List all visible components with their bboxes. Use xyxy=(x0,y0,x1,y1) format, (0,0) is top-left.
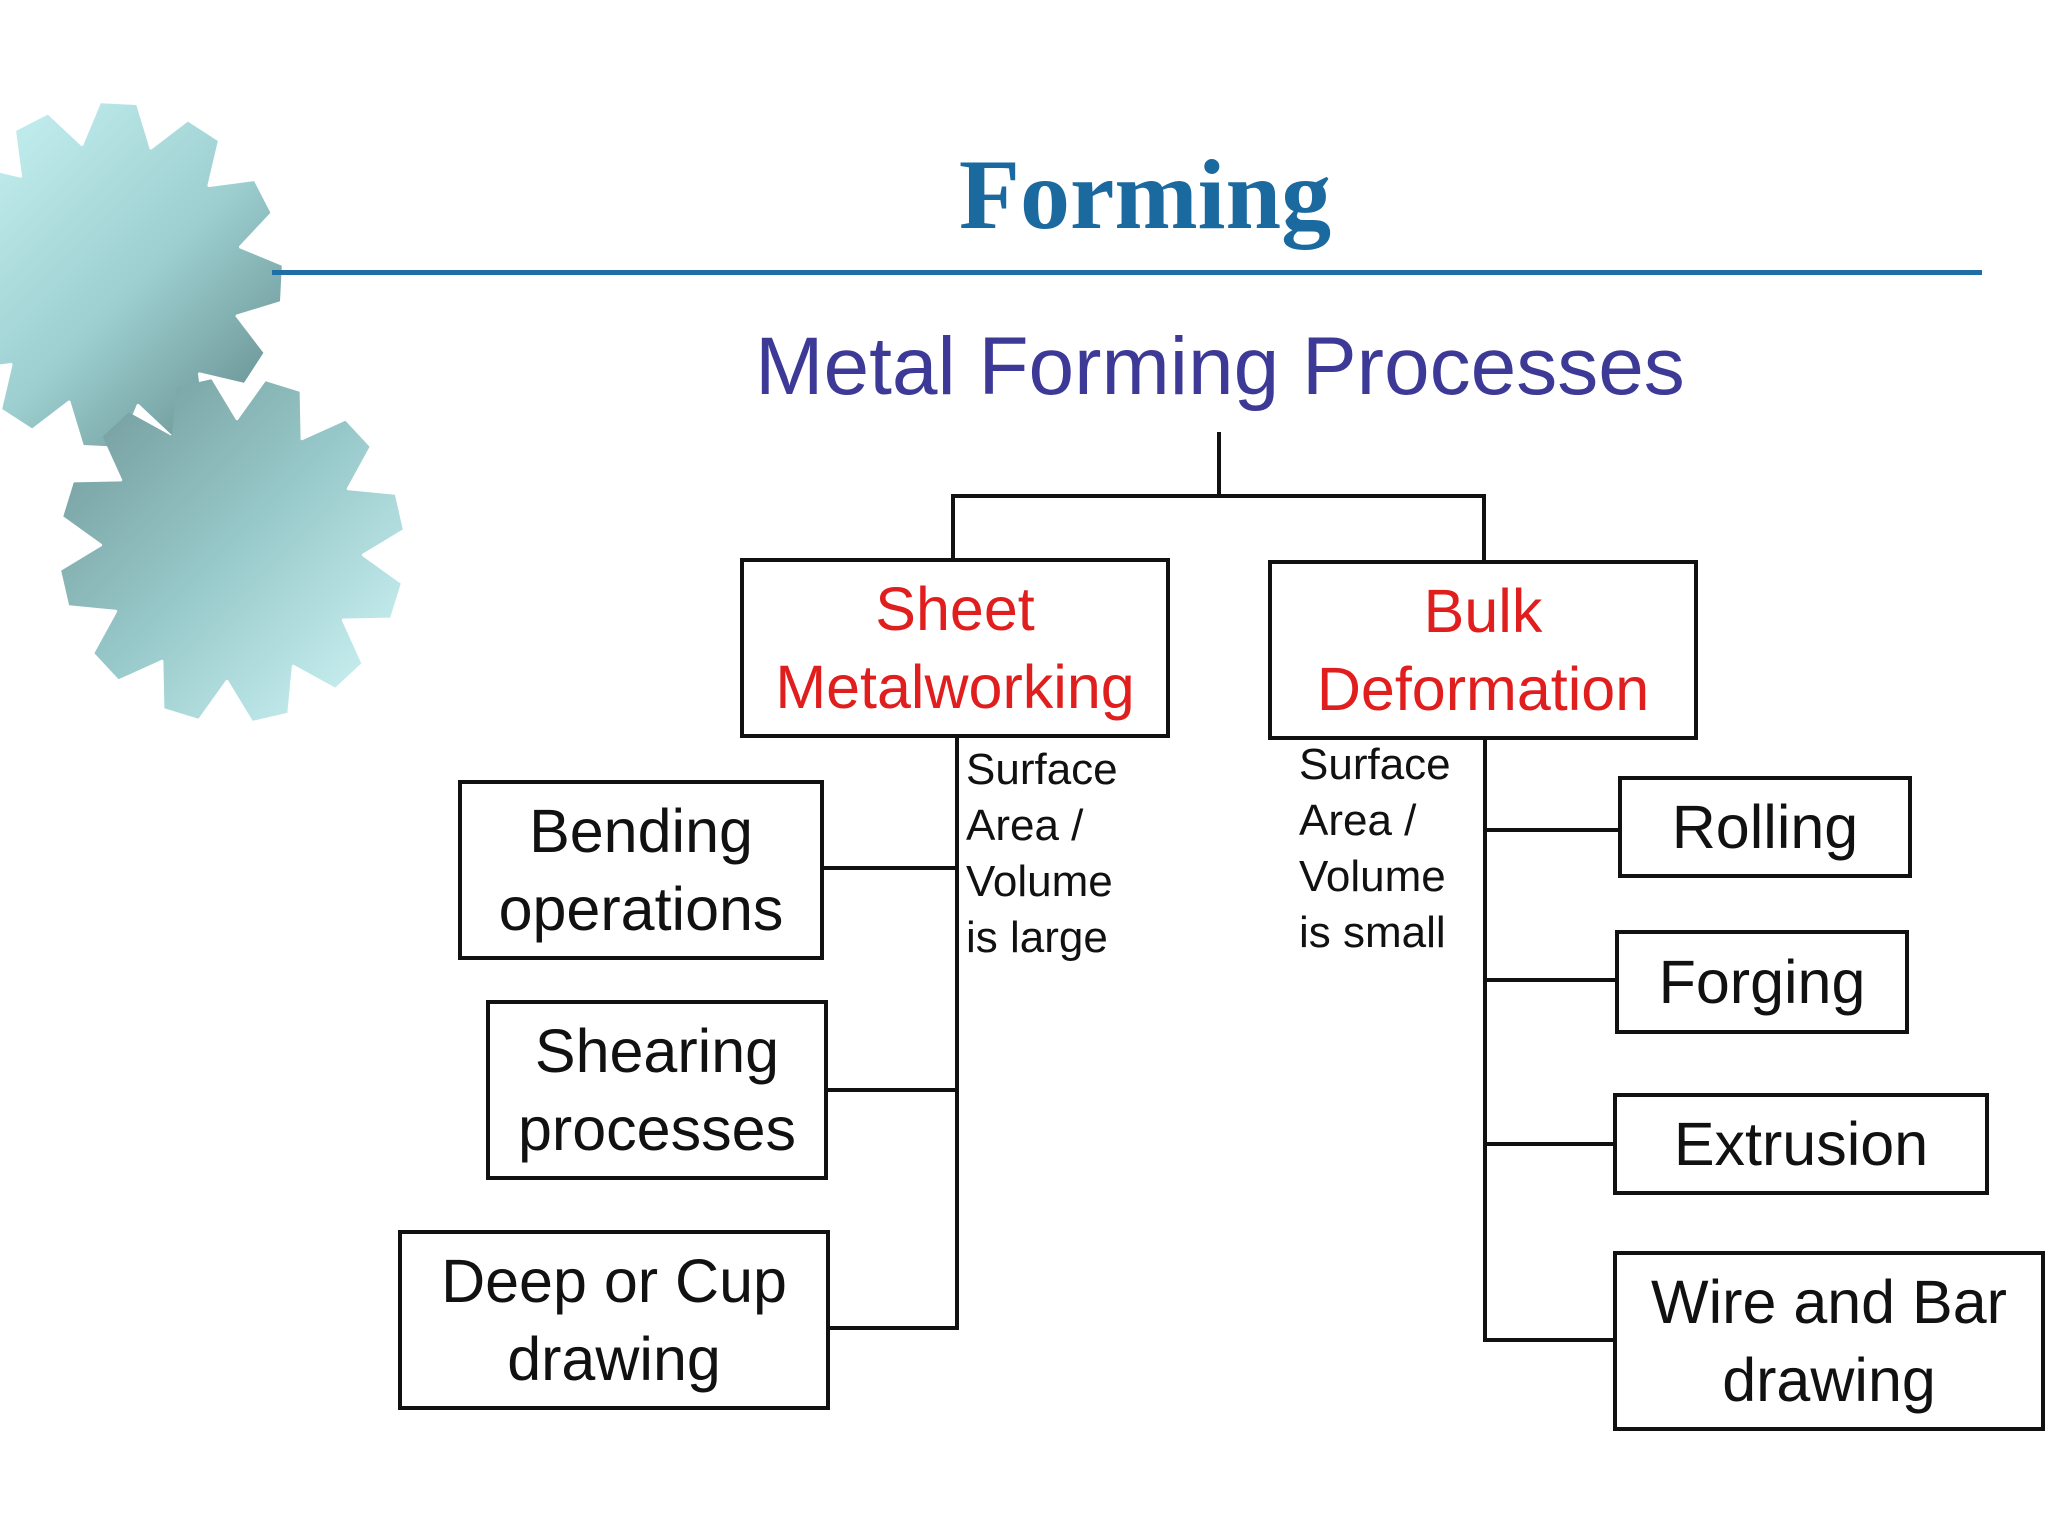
process-rolling: Rolling xyxy=(1618,776,1912,878)
process-deep-cup-drawing: Deep or Cup drawing xyxy=(398,1230,830,1410)
process-label: Forging xyxy=(1658,948,1866,1016)
process-label: Deep or Cup drawing xyxy=(441,1247,787,1393)
category-bulk-deformation: Bulk Deformation xyxy=(1268,560,1698,740)
process-label: Wire and Bar drawing xyxy=(1651,1268,2007,1414)
process-label: Shearing processes xyxy=(517,1017,796,1163)
category-sheet-metalworking: Sheet Metalworking xyxy=(740,558,1170,738)
process-extrusion: Extrusion xyxy=(1613,1093,1989,1195)
gear-shape xyxy=(61,379,403,721)
process-shearing-processes: Shearing processes xyxy=(486,1000,828,1180)
slide-title: Forming xyxy=(958,139,1332,250)
sheet-ratio-note: Surface Area / Volume is large xyxy=(966,745,1118,962)
gears-decoration xyxy=(0,103,403,721)
category-label: Sheet Metalworking xyxy=(775,575,1135,721)
gear-icon xyxy=(0,103,282,447)
gear-shape xyxy=(0,103,282,447)
process-forging: Forging xyxy=(1615,930,1909,1034)
process-label: Bending operations xyxy=(498,797,784,943)
title-divider xyxy=(272,270,1982,275)
process-label: Extrusion xyxy=(1673,1110,1929,1178)
diagram-heading: Metal Forming Processes xyxy=(755,321,1685,412)
process-wire-bar-drawing: Wire and Bar drawing xyxy=(1613,1251,2045,1431)
gear-icon xyxy=(61,379,403,721)
bulk-ratio-note: Surface Area / Volume is small xyxy=(1299,740,1451,957)
category-label: Bulk Deformation xyxy=(1316,577,1650,723)
process-bending-operations: Bending operations xyxy=(458,780,824,960)
process-label: Rolling xyxy=(1671,793,1859,861)
